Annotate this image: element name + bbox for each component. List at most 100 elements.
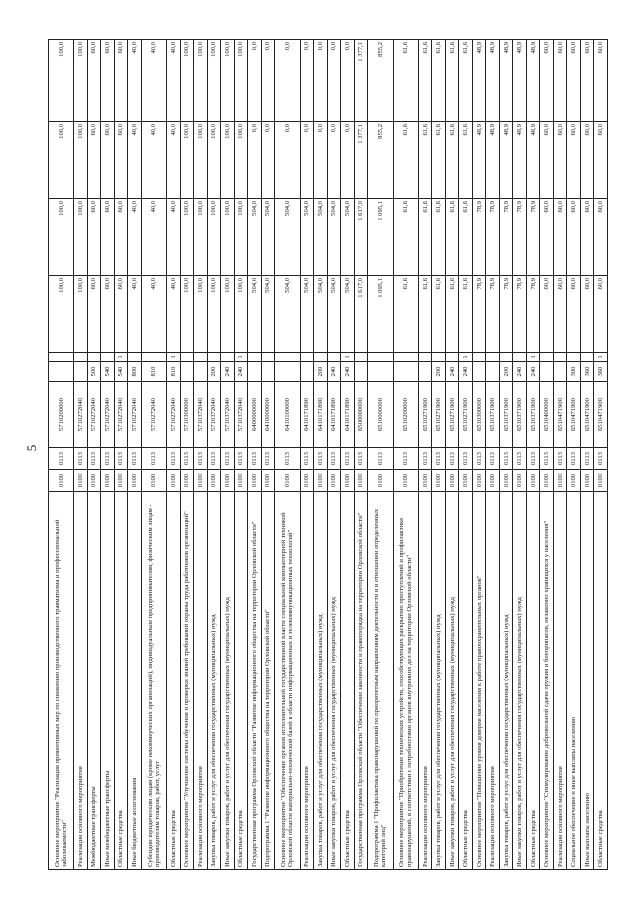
amount-cell-3: 0,0 (247, 121, 262, 199)
code-gr-cell: 0100 (566, 469, 581, 492)
amount-cell-1: 504,0 (274, 275, 301, 353)
amount-cell-1: 61,6 (393, 275, 419, 353)
code-expense-type-cell: 200 (313, 361, 328, 382)
row-name-cell: Иные выплаты населению (580, 491, 594, 870)
table-row: Социальное обеспечение и иные выплаты на… (566, 39, 581, 870)
code-expense-type-cell (247, 361, 262, 382)
amount-cell-2: 61,6 (445, 198, 459, 276)
amount-cell-1: 100,0 (180, 275, 194, 353)
amount-cell-3: 100,0 (207, 121, 221, 199)
code-section-cell: 0113 (327, 447, 341, 470)
amount-cell-1: 1 095,1 (367, 275, 394, 353)
amount-cell-2: 60,0 (553, 198, 567, 276)
amount-cell-2: 504,0 (247, 198, 262, 276)
amount-cell-3: 100,0 (180, 121, 194, 199)
code-gr-cell: 0100 (431, 469, 446, 492)
amount-cell-3: 100,0 (220, 121, 235, 199)
code-expense-type-cell (300, 361, 314, 382)
source-flag-cell: 1 (526, 352, 540, 362)
amount-cell-1: 40,0 (166, 275, 181, 353)
code-target-cell: 6510371900 (512, 381, 527, 448)
code-gr-cell: 0100 (48, 469, 74, 492)
amount-cell-3: 1 377,1 (354, 121, 368, 199)
code-target-cell: 6510471900 (553, 381, 567, 448)
code-section-cell: 0113 (593, 447, 608, 470)
source-flag-cell (141, 352, 167, 362)
amount-cell-3: 40,0 (141, 121, 167, 199)
source-flag-cell: 1 (234, 352, 248, 362)
code-expense-type-cell: 200 (207, 361, 221, 382)
code-gr-cell: 0100 (499, 469, 513, 492)
amount-cell-1: 60,0 (87, 275, 101, 353)
code-section-cell: 0113 (553, 447, 567, 470)
code-expense-type-cell: 200 (499, 361, 513, 382)
page-number: 5 (24, 444, 39, 452)
code-target-cell: 5710272040 (73, 381, 88, 448)
amount-cell-4: 855,2 (367, 39, 394, 122)
amount-cell-4: 60,0 (553, 39, 567, 122)
row-name-cell: Государственная программа Орловской обла… (247, 491, 262, 870)
amount-cell-1: 78,9 (499, 275, 513, 353)
code-section-cell: 0113 (566, 447, 581, 470)
source-flag-cell: 1 (340, 352, 355, 362)
amount-cell-2: 100,0 (207, 198, 221, 276)
amount-cell-1: 60,0 (566, 275, 581, 353)
row-name-cell: Иные закупки товаров, работ и услуг для … (445, 491, 459, 870)
code-target-cell: 5710272040 (100, 381, 115, 448)
row-name-cell: Областные средства (114, 491, 128, 870)
row-name-cell: Областные средства (526, 491, 540, 870)
code-section-cell: 0113 (539, 447, 554, 470)
table-row: Подпрограмма 1 "Профилактика правонаруше… (367, 39, 394, 870)
amount-cell-4: 60,0 (566, 39, 581, 122)
code-expense-type-cell: 240 (220, 361, 235, 382)
amount-cell-2: 40,0 (127, 198, 142, 276)
code-target-cell: 5710200000 (48, 381, 74, 448)
amount-cell-3: 60,0 (580, 121, 594, 199)
code-expense-type-cell: 540 (100, 361, 115, 382)
code-gr-cell: 0100 (261, 469, 275, 492)
amount-cell-3: 48,9 (485, 121, 500, 199)
code-expense-type-cell (48, 361, 74, 382)
amount-cell-3: 60,0 (566, 121, 581, 199)
amount-cell-1: 100,0 (234, 275, 248, 353)
code-section-cell: 0113 (340, 447, 355, 470)
amount-cell-3: 100,0 (48, 121, 74, 199)
amount-cell-3: 61,6 (418, 121, 432, 199)
source-flag-cell (207, 352, 221, 362)
source-flag-cell (393, 352, 419, 362)
amount-cell-3: 0,0 (327, 121, 341, 199)
amount-cell-4: 0,0 (313, 39, 328, 122)
row-name-cell: Основное мероприятие "Приобретение техни… (393, 491, 419, 870)
code-target-cell: 6510371900 (499, 381, 513, 448)
amount-cell-3: 61,6 (458, 121, 473, 199)
amount-cell-2: 504,0 (274, 198, 301, 276)
amount-cell-4: 61,6 (418, 39, 432, 122)
code-section-cell: 0113 (313, 447, 328, 470)
code-gr-cell: 0100 (354, 469, 368, 492)
code-expense-type-cell: 360 (580, 361, 594, 382)
amount-cell-2: 100,0 (73, 198, 88, 276)
table-row: Основное мероприятие "Стимулирование доб… (539, 39, 554, 870)
amount-cell-1: 504,0 (327, 275, 341, 353)
row-name-cell: Государственная программа Орловской обла… (354, 491, 368, 870)
code-target-cell: 5710272040 (87, 381, 101, 448)
amount-cell-1: 1 617,0 (354, 275, 368, 353)
code-section-cell: 0113 (87, 447, 101, 470)
amount-cell-4: 100,0 (193, 39, 208, 122)
code-gr-cell: 0100 (393, 469, 419, 492)
amount-cell-2: 100,0 (48, 198, 74, 276)
row-name-cell: Закупка товаров, работ и услуг для обесп… (313, 491, 328, 870)
source-flag-cell (193, 352, 208, 362)
code-section-cell: 0113 (300, 447, 314, 470)
amount-cell-4: 60,0 (539, 39, 554, 122)
amount-cell-4: 100,0 (48, 39, 74, 122)
amount-cell-2: 504,0 (327, 198, 341, 276)
amount-cell-4: 60,0 (580, 39, 594, 122)
amount-cell-2: 40,0 (141, 198, 167, 276)
code-section-cell: 0113 (261, 447, 275, 470)
